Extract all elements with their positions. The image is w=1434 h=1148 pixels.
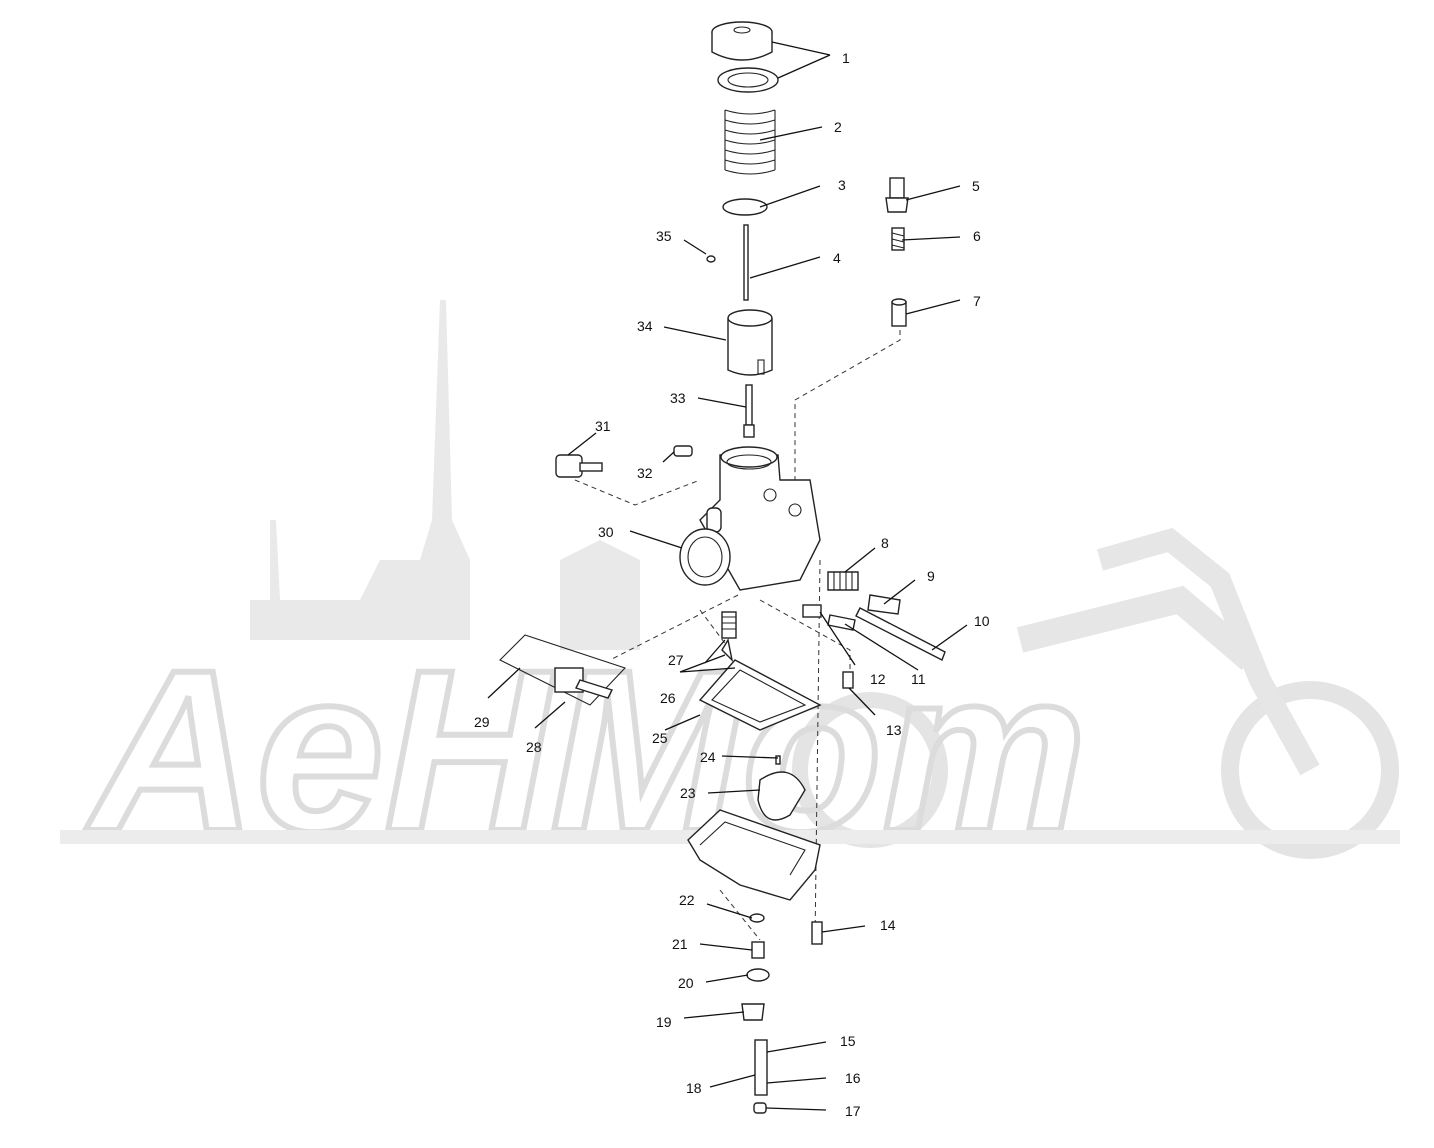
callout-22: 22 bbox=[679, 892, 695, 908]
callout-26: 26 bbox=[660, 690, 676, 706]
callout-labels: 1 2 3 4 5 6 7 8 9 10 11 12 13 14 15 16 1… bbox=[474, 50, 990, 1119]
callout-2: 2 bbox=[834, 119, 842, 135]
callout-10: 10 bbox=[974, 613, 990, 629]
callout-34: 34 bbox=[637, 318, 653, 334]
part-jet-needle-33 bbox=[743, 384, 755, 438]
part-needle-valve-26 bbox=[721, 638, 734, 663]
part-screw-5 bbox=[885, 177, 909, 213]
callout-21: 21 bbox=[672, 936, 688, 952]
part-oring-20 bbox=[746, 968, 770, 982]
part-throttle-valve-34 bbox=[727, 309, 773, 376]
callout-23: 23 bbox=[680, 785, 696, 801]
watermark-skyline bbox=[250, 300, 640, 650]
callout-6: 6 bbox=[973, 228, 981, 244]
part-washer-1 bbox=[717, 67, 779, 93]
part-cap bbox=[711, 21, 773, 61]
part-washer-22 bbox=[749, 913, 765, 923]
callout-30: 30 bbox=[598, 524, 614, 540]
part-tube-15-16 bbox=[754, 1039, 768, 1096]
part-nozzle-7 bbox=[891, 298, 907, 327]
part-clip-35 bbox=[706, 255, 716, 263]
part-spring-8 bbox=[827, 571, 859, 591]
callout-33: 33 bbox=[670, 390, 686, 406]
part-plate-3 bbox=[722, 198, 768, 216]
callout-18: 18 bbox=[686, 1080, 702, 1096]
leader-lines bbox=[487, 41, 968, 1111]
callout-17: 17 bbox=[845, 1103, 861, 1119]
callout-31: 31 bbox=[595, 418, 611, 434]
callout-29: 29 bbox=[474, 714, 490, 730]
part-pin-24 bbox=[775, 755, 781, 765]
part-float-bowl bbox=[687, 809, 821, 901]
callout-4: 4 bbox=[833, 250, 841, 266]
callout-16: 16 bbox=[845, 1070, 861, 1086]
callout-28: 28 bbox=[526, 739, 542, 755]
callout-20: 20 bbox=[678, 975, 694, 991]
part-spring-12 bbox=[802, 604, 822, 618]
callout-32: 32 bbox=[637, 465, 653, 481]
callout-12: 12 bbox=[870, 671, 886, 687]
callout-11: 11 bbox=[911, 671, 926, 687]
callout-25: 25 bbox=[652, 730, 668, 746]
callout-3: 3 bbox=[838, 177, 846, 193]
part-float-23 bbox=[757, 771, 806, 821]
assembly-lines bbox=[574, 330, 901, 941]
part-jet-21 bbox=[751, 941, 765, 959]
part-fitting-13 bbox=[842, 671, 854, 689]
part-needle-4 bbox=[743, 224, 749, 301]
callout-1: 1 bbox=[842, 50, 850, 66]
callout-7: 7 bbox=[973, 293, 981, 309]
part-spring-6 bbox=[891, 227, 905, 251]
callout-5: 5 bbox=[972, 178, 980, 194]
callout-14: 14 bbox=[880, 917, 896, 933]
callout-24: 24 bbox=[700, 749, 716, 765]
part-plug-19 bbox=[741, 1003, 765, 1021]
part-plate-29-28 bbox=[499, 634, 626, 706]
part-cap-32 bbox=[673, 445, 693, 457]
watermark-motorcycle bbox=[792, 527, 1399, 859]
part-jet-27 bbox=[721, 611, 737, 639]
part-screw-9 bbox=[867, 594, 901, 615]
part-screw-14 bbox=[811, 921, 823, 945]
part-cable-10 bbox=[855, 607, 946, 661]
callout-15: 15 bbox=[840, 1033, 856, 1049]
part-gasket-25 bbox=[698, 659, 822, 731]
part-inlet-30 bbox=[679, 528, 731, 586]
part-starter-plunger-31 bbox=[555, 454, 603, 478]
callout-19: 19 bbox=[656, 1014, 672, 1030]
callout-27: 27 bbox=[668, 652, 684, 668]
part-cap-17 bbox=[753, 1102, 767, 1114]
callout-8: 8 bbox=[881, 535, 889, 551]
part-spring-2 bbox=[724, 109, 776, 175]
callout-9: 9 bbox=[927, 568, 935, 584]
callout-13: 13 bbox=[886, 722, 902, 738]
callout-35: 35 bbox=[656, 228, 672, 244]
